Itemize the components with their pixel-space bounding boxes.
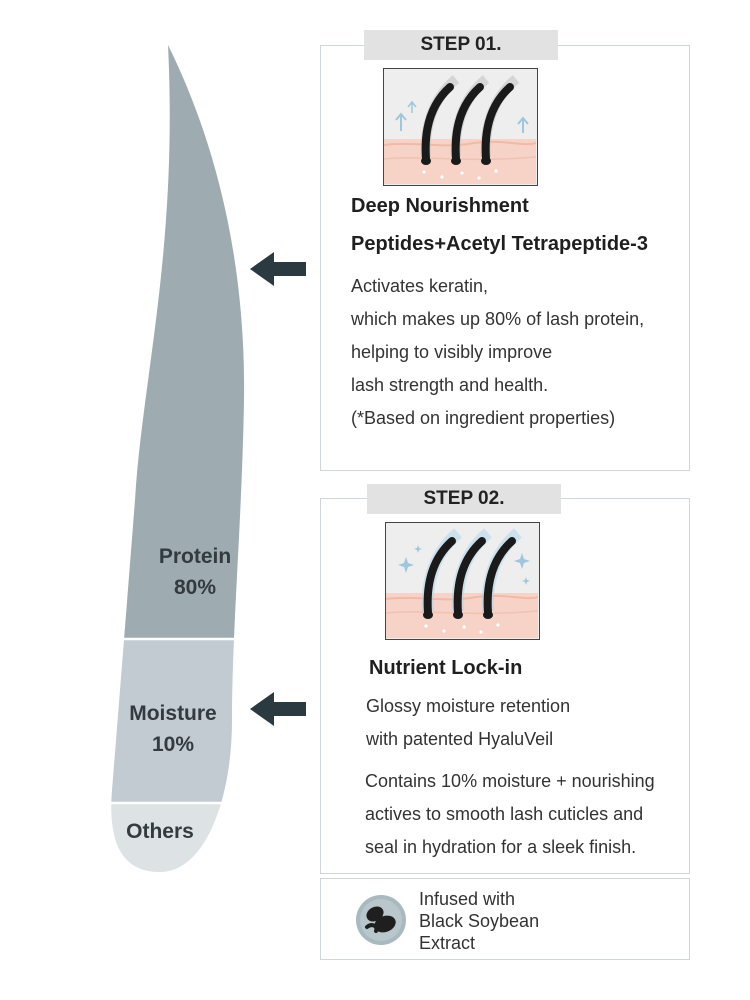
- description-line: lash strength and health.: [351, 375, 549, 395]
- description-line: Activates keratin,: [351, 276, 489, 296]
- step-01-description: Activates keratin, which makes up 80% of…: [351, 270, 644, 435]
- description-line: with patented HyaluVeil: [366, 729, 554, 749]
- step-01-title: Deep Nourishment: [351, 195, 529, 217]
- step-02-description-a: Glossy moisture retention with patented …: [366, 690, 570, 756]
- arrow-left-icon: [250, 252, 306, 286]
- step-01-illustration: [383, 68, 538, 186]
- black-soybean-icon: [356, 895, 406, 945]
- ingredient-text: Infused with Black Soybean Extract: [419, 888, 539, 954]
- step-02-illustration: [385, 522, 540, 640]
- description-line: (*Based on ingredient properties): [351, 408, 616, 428]
- moisture-segment: [111, 640, 245, 802]
- protein-label: Protein 80%: [135, 541, 255, 603]
- others-label: Others: [100, 816, 220, 847]
- others-name: Others: [126, 820, 194, 843]
- description-line: actives to smooth lash cuticles and: [365, 804, 644, 824]
- lash-hydration-icon: [386, 523, 539, 638]
- ingredient-line: Black Soybean: [419, 911, 540, 931]
- moisture-label: Moisture 10%: [108, 698, 238, 760]
- moisture-name: Moisture: [129, 702, 217, 725]
- description-line: Glossy moisture retention: [366, 696, 571, 716]
- step-02-description-b: Contains 10% moisture + nourishing activ…: [365, 765, 655, 864]
- step-02-title: Nutrient Lock-in: [369, 657, 523, 679]
- ingredient-line: Infused with: [419, 889, 516, 909]
- description-line: Contains 10% moisture + nourishing: [365, 771, 655, 791]
- protein-value: 80%: [173, 576, 217, 599]
- protein-name: Protein: [158, 545, 232, 568]
- arrow-left-icon: [250, 692, 306, 726]
- step-01-subtitle: Peptides+Acetyl Tetrapeptide-3: [351, 233, 648, 255]
- description-line: helping to visibly improve: [351, 342, 553, 362]
- moisture-value: 10%: [151, 733, 195, 756]
- lash-composition-graphic: [100, 45, 260, 872]
- lash-growth-icon: [384, 69, 537, 184]
- description-line: seal in hydration for a sleek finish.: [365, 837, 637, 857]
- description-line: which makes up 80% of lash protein,: [351, 309, 645, 329]
- ingredient-line: Extract: [419, 933, 476, 953]
- step-01-tab: STEP 01.: [364, 30, 558, 60]
- step-02-tab: STEP 02.: [367, 484, 561, 514]
